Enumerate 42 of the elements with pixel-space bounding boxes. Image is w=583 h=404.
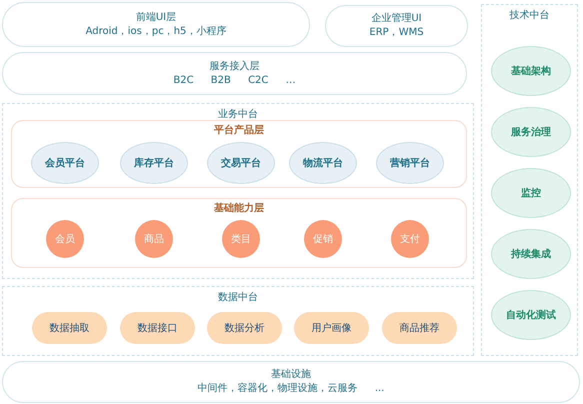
layer-title: 企业管理UI — [371, 12, 422, 26]
layer-box — [2, 361, 580, 403]
data-pill: 数据抽取 — [32, 312, 107, 344]
data-pill: 数据分析 — [207, 312, 282, 344]
platform-ellipse: 营销平台 — [376, 142, 444, 184]
platform-ellipse: 交易平台 — [207, 142, 275, 184]
tech-ellipse: 基础架构 — [491, 46, 571, 96]
layer-panel — [11, 198, 467, 268]
tech-ellipse: 监控 — [491, 168, 571, 218]
layer-items: B2C B2B C2C … — [173, 74, 296, 88]
layer-title: 基础设施 — [271, 368, 311, 382]
layer-box — [325, 5, 468, 47]
layer-title: 前端UI层 — [136, 10, 176, 24]
platform-ellipse: 会员平台 — [31, 142, 99, 184]
platform-ellipse: 物流平台 — [289, 142, 357, 184]
capability-circle: 商品 — [135, 220, 173, 258]
layer-box — [2, 52, 467, 95]
tech-ellipse: 服务治理 — [491, 107, 571, 157]
data-pill: 数据接口 — [120, 312, 195, 344]
tech-ellipse: 自动化测试 — [491, 290, 571, 340]
layer-panel — [11, 120, 467, 188]
layer-items: 中间件，容器化，物理设施，云服务 ... — [198, 382, 384, 396]
dashed-panel — [2, 286, 474, 356]
capability-circle: 促销 — [304, 220, 342, 258]
platform-ellipse: 库存平台 — [120, 142, 188, 184]
dashed-panel — [481, 4, 578, 356]
capability-circle: 类目 — [222, 220, 260, 258]
layer-items: Adroid，ios，pc，h5，小程序 — [86, 24, 226, 38]
panel-title: 业务中台 — [217, 108, 259, 121]
layer-box — [2, 2, 310, 47]
tech-ellipse: 持续集成 — [491, 229, 571, 279]
layer-title: 平台产品层 — [213, 124, 265, 137]
panel-title: 数据中台 — [217, 290, 259, 304]
layer-title: 基础能力层 — [213, 202, 265, 215]
data-pill: 商品推荐 — [382, 312, 457, 344]
layer-title: 服务接入层 — [210, 60, 260, 74]
capability-circle: 会员 — [46, 220, 84, 258]
layer-items: ERP，WMS — [369, 26, 424, 40]
panel-title: 技术中台 — [508, 8, 550, 22]
capability-circle: 支付 — [391, 220, 429, 258]
dashed-panel — [2, 103, 474, 279]
data-pill: 用户画像 — [294, 312, 369, 344]
